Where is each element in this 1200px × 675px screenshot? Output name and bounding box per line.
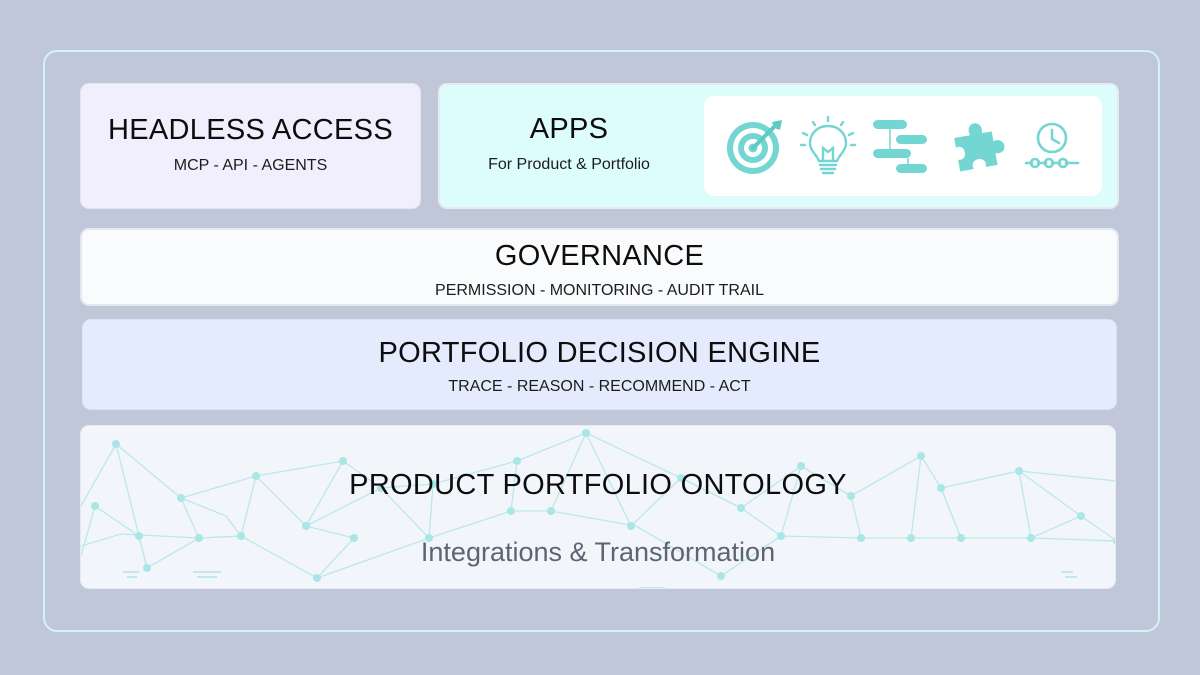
governance-title: GOVERNANCE — [494, 240, 705, 272]
apps-title: APPS — [529, 113, 609, 145]
timeline-clock-icon — [1024, 122, 1080, 169]
governance-panel: GOVERNANCE PERMISSION - MONITORING - AUD… — [80, 228, 1119, 306]
decision-engine-panel: PORTFOLIO DECISION ENGINE TRACE - REASON… — [82, 319, 1117, 410]
roadmap-bars-icon — [873, 120, 927, 173]
apps-subtitle: For Product & Portfolio — [488, 156, 650, 173]
headless-access-subtitle: MCP - API - AGENTS — [173, 157, 328, 174]
decision-engine-subtitle: TRACE - REASON - RECOMMEND - ACT — [448, 378, 751, 395]
puzzle-icon — [954, 123, 1005, 172]
ontology-subtitle: Integrations & Transformation — [420, 537, 776, 567]
ontology-title: PRODUCT PORTFOLIO ONTOLOGY — [349, 469, 847, 501]
lightbulb-icon — [799, 116, 857, 175]
ontology-panel: PRODUCT PORTFOLIO ONTOLOGY Integrations … — [80, 425, 1116, 589]
governance-subtitle: PERMISSION - MONITORING - AUDIT TRAIL — [435, 282, 764, 299]
headless-access-panel: HEADLESS ACCESS MCP - API - AGENTS — [80, 83, 421, 209]
decision-engine-title: PORTFOLIO DECISION ENGINE — [378, 337, 821, 369]
target-icon — [727, 120, 782, 174]
network-graph-background — [81, 429, 1115, 588]
headless-access-title: HEADLESS ACCESS — [108, 114, 393, 146]
